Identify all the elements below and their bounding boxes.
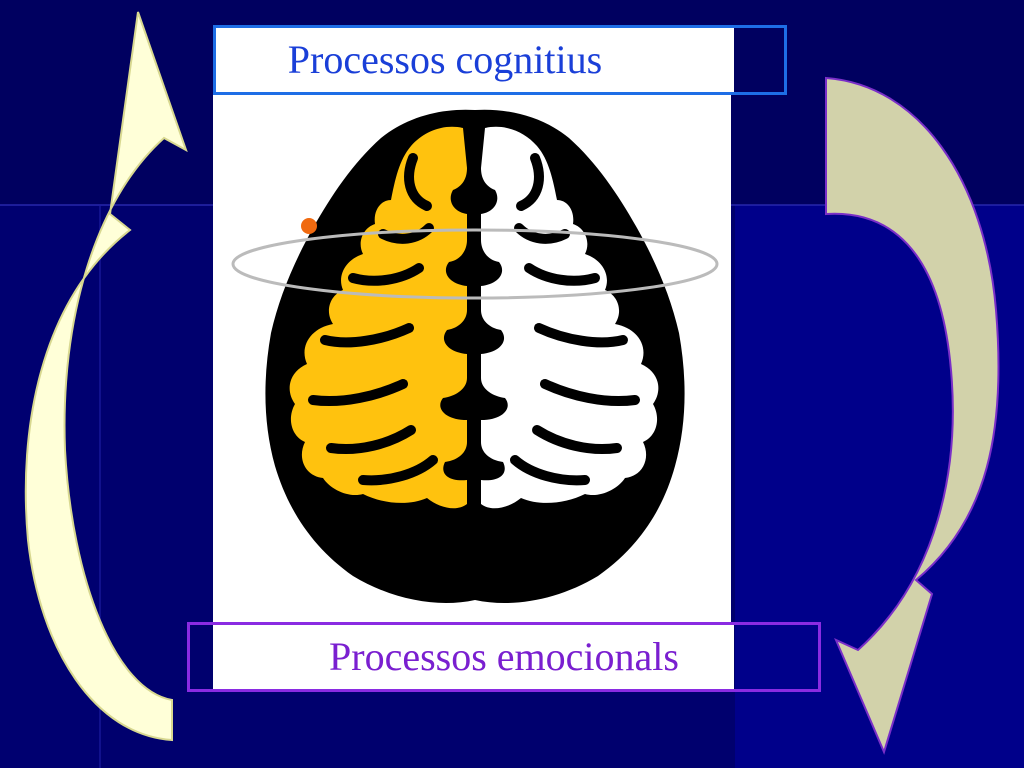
left-hemisphere (289, 126, 467, 509)
right-hemisphere (481, 126, 659, 509)
emotional-processes-label: Processos emocionals (187, 622, 821, 692)
emotional-processes-text: Processos emocionals (329, 634, 679, 679)
curved-arrow-up (24, 11, 188, 742)
background-rule-vertical (99, 205, 101, 768)
cognitive-processes-label: Processos cognitius (213, 25, 787, 95)
orbit-ellipse (231, 228, 719, 300)
right-sulci (510, 153, 640, 486)
left-sulci (308, 153, 438, 486)
orbit-dot (301, 218, 317, 234)
brain-illustration (231, 109, 719, 603)
cognitive-processes-text: Processos cognitius (287, 37, 603, 82)
curved-arrow-down (825, 76, 1000, 755)
